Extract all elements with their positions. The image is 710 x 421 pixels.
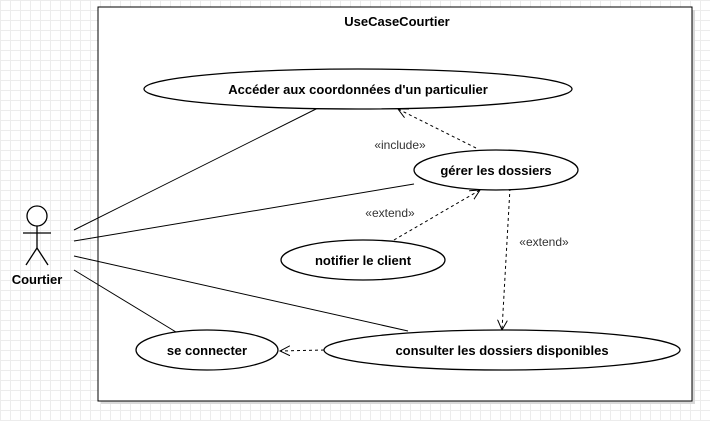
use-case-consulter[interactable]: consulter les dossiers disponibles: [323, 329, 681, 371]
extend-notifier-label: «extend»: [365, 206, 415, 220]
actor-label: Courtier: [12, 272, 63, 287]
association-consulter[interactable]: [73, 255, 409, 332]
system-title: UseCaseCourtier: [344, 14, 450, 29]
actor-left-leg: [25, 247, 38, 266]
actor-head: [26, 205, 48, 227]
consulter-to-connecter-arrow[interactable]: [280, 350, 325, 351]
use-case-consulter-label: consulter les dossiers disponibles: [395, 343, 608, 358]
association-acceder[interactable]: [73, 107, 319, 231]
use-case-acceder[interactable]: Accéder aux coordonnées d'un particulier: [143, 68, 573, 110]
use-case-acceder-label: Accéder aux coordonnées d'un particulier: [228, 82, 488, 97]
use-case-notifier-ellipse: [280, 239, 446, 281]
actor-courtier[interactable]: Courtier: [12, 205, 63, 287]
use-case-connecter-label: se connecter: [167, 343, 247, 358]
extend-notifier-arrow[interactable]: [393, 190, 480, 241]
include-label: «include»: [374, 138, 426, 152]
use-case-notifier-label: notifier le client: [315, 253, 412, 268]
use-case-gerer-label: gérer les dossiers: [440, 163, 551, 178]
use-case-connecter-ellipse: [135, 329, 279, 371]
use-case-gerer[interactable]: gérer les dossiers: [413, 149, 579, 191]
use-case-acceder-ellipse: [143, 68, 573, 110]
use-case-notifier[interactable]: notifier le client: [280, 239, 446, 281]
extend-consulter-label: «extend»: [519, 235, 569, 249]
use-case-gerer-ellipse: [413, 149, 579, 191]
association-connecter[interactable]: [73, 269, 177, 333]
actor-right-leg: [36, 247, 49, 266]
association-gerer[interactable]: [73, 183, 415, 242]
include-arrow[interactable]: [398, 109, 477, 149]
use-case-connecter[interactable]: se connecter: [135, 329, 279, 371]
use-case-consulter-ellipse: [323, 329, 681, 371]
